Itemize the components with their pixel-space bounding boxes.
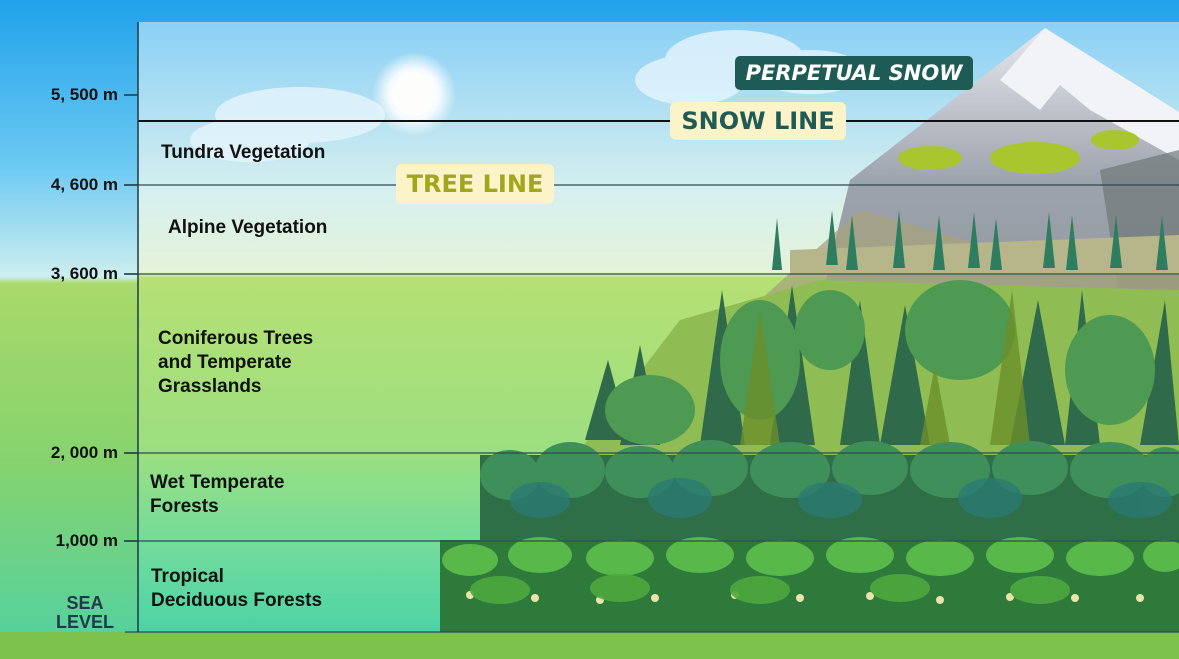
zone-tropical-line: Tropical: [151, 566, 224, 587]
zone-tropical-line: Deciduous Forests: [151, 590, 323, 611]
altitude-label-3600: 3, 600 m: [50, 264, 118, 283]
zone-coniferous-line: and Temperate: [158, 352, 292, 373]
tundra-moss: [898, 130, 1139, 174]
altitude-label-5500: 5, 500 m: [50, 85, 118, 104]
sea-level-label: SEA LEVEL: [44, 594, 126, 632]
zone-wet-line: Wet Temperate: [150, 472, 285, 493]
zone-wet-line: Forests: [150, 496, 219, 517]
zone-boundaries: [125, 184, 1179, 633]
zone-coniferous-line: Grasslands: [158, 376, 262, 397]
zone-coniferous-line: Coniferous Trees: [158, 328, 314, 349]
tree-line-tag: TREE LINE: [406, 170, 544, 198]
zone-alpine-label: Alpine Vegetation: [168, 217, 328, 238]
perpetual-snow-tag-bg: [735, 56, 973, 90]
zone-tundra-label: Tundra Vegetation: [161, 142, 326, 163]
altitude-label-4600: 4, 600 m: [50, 175, 118, 194]
sea-level-line1: SEA: [66, 593, 104, 613]
sea-level-line2: LEVEL: [55, 612, 114, 632]
wet-temperate-forest: [480, 440, 1179, 540]
ground: [0, 632, 1179, 659]
altitude-axis: [124, 22, 139, 632]
snow-line-tag-bg: [670, 102, 846, 140]
altitude-label-1000: 1,000 m: [55, 531, 118, 550]
snow-line-tag: SNOW LINE: [681, 107, 835, 135]
alpine-terraces: [772, 210, 1179, 275]
perpetual-snow-tag: PERPETUAL SNOW: [745, 61, 963, 85]
zone-tropical-label: Tropical Deciduous Forests: [151, 565, 322, 613]
coniferous-forest: [580, 280, 1179, 455]
tropical-forest: [440, 537, 1179, 632]
altitude-label-2000: 2, 000 m: [50, 443, 118, 462]
zone-coniferous-label: Coniferous Trees and Temperate Grassland…: [158, 327, 313, 399]
tree-line-tag-bg: [396, 164, 554, 204]
zone-wet-temperate-label: Wet Temperate Forests: [150, 471, 284, 519]
